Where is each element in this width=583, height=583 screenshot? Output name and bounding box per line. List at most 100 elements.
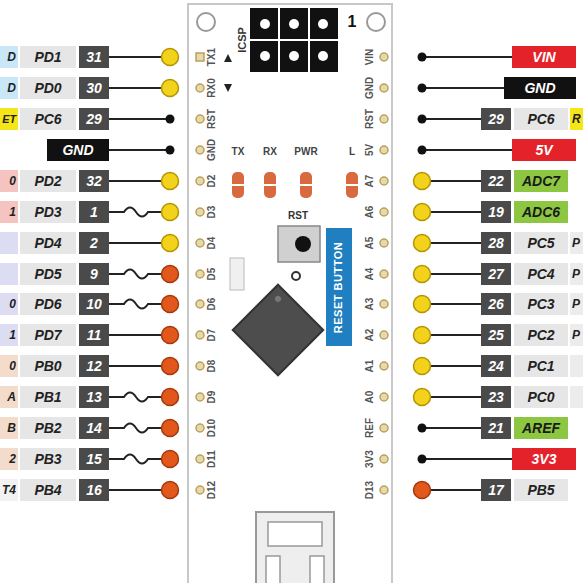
function-tag: P	[570, 324, 583, 346]
port-name: PC5	[514, 232, 568, 254]
port-name: PC6	[20, 108, 76, 130]
pin-number: 26	[481, 293, 511, 315]
pin-number: 28	[481, 232, 511, 254]
function-tag-text: 2	[9, 453, 16, 465]
usb-connector	[256, 512, 334, 583]
power-tag: VIN	[512, 46, 576, 68]
analog-tag: AREF	[514, 417, 568, 439]
pin-number: 24	[481, 355, 511, 377]
pin-number: 11	[79, 324, 109, 346]
pin-label: A0	[365, 391, 375, 404]
function-tag: 1	[0, 201, 18, 223]
analog-tag: ADC6	[514, 201, 568, 223]
port-name: PB2	[20, 417, 76, 439]
pin-label: REF	[365, 418, 375, 438]
pin-number: 23	[481, 386, 511, 408]
function-tag-text: 0	[9, 175, 16, 187]
port-name: PD6	[20, 293, 76, 315]
port-name: PB1	[20, 386, 76, 408]
pin-number: 15	[79, 448, 109, 470]
pin-label: A2	[365, 329, 375, 342]
function-tag: 1	[0, 324, 18, 346]
port-name-text: PD4	[34, 236, 61, 250]
port-name-text: PB3	[34, 452, 61, 466]
pin-number-text: 27	[488, 267, 504, 281]
port-name: PD0	[20, 77, 76, 99]
pin-number-text: 24	[488, 359, 504, 373]
pin-number-text: 32	[86, 174, 102, 188]
port-name: PC1	[514, 355, 568, 377]
function-tag: 2	[0, 448, 18, 470]
pin-number-text: 30	[86, 81, 102, 95]
port-name: PC3	[514, 293, 568, 315]
pin-label: 3V3	[365, 450, 375, 468]
port-name-text: PB1	[34, 390, 61, 404]
pin-number: 14	[79, 417, 109, 439]
led-label: RX	[263, 147, 277, 157]
function-tag-text: 1	[9, 206, 16, 218]
function-tag-fragment	[570, 355, 583, 377]
port-name: PD4	[20, 232, 76, 254]
pin-label: A3	[365, 298, 375, 311]
pin-number-text: 25	[488, 328, 504, 342]
pin-label: A5	[365, 237, 375, 250]
rx-arrow	[224, 84, 232, 92]
pin-label: GND	[207, 139, 217, 161]
header-pads	[196, 53, 388, 494]
pin-number-text: 16	[86, 483, 102, 497]
pin-label: D12	[207, 481, 217, 499]
led-label: L	[349, 147, 355, 157]
port-name: PB4	[20, 479, 76, 501]
button-tag: RESET BUTTON	[326, 228, 352, 346]
port-name: PD3	[20, 201, 76, 223]
port-name-text: PB4	[34, 483, 61, 497]
pin-label: VIN	[365, 49, 375, 66]
pin-number-text: 29	[488, 112, 504, 126]
port-name-text: PC6	[527, 112, 554, 126]
function-tag: T4	[0, 479, 18, 501]
pin-number: 9	[79, 263, 109, 285]
port-name: PC6	[514, 108, 568, 130]
pin-number-text: 2	[90, 236, 98, 250]
pin-number: 19	[481, 201, 511, 223]
function-tag-text: D	[7, 51, 16, 63]
power-tag-text: VIN	[532, 50, 555, 64]
ground-tag: GND	[47, 139, 109, 161]
pin-number-text: 1	[90, 205, 98, 219]
function-tag: P	[570, 263, 583, 285]
function-tag-text: 0	[9, 298, 16, 310]
pin-label: RX0	[207, 78, 217, 97]
pin-number-text: 21	[488, 421, 504, 435]
function-tag: P	[570, 293, 583, 315]
marker-dot	[292, 272, 300, 280]
port-name-text: PD1	[34, 50, 61, 64]
port-name-text: PB5	[527, 483, 554, 497]
pin-number-text: 13	[86, 390, 102, 404]
pin-label: GND	[365, 77, 375, 99]
function-tag-text: B	[7, 422, 16, 434]
icsp-label: ICSP	[237, 27, 248, 53]
pin-number-text: 29	[86, 112, 102, 126]
port-name-text: PC3	[527, 297, 554, 311]
function-tag: 0	[0, 170, 18, 192]
port-name-text: PB0	[34, 359, 61, 373]
function-tag: B	[0, 417, 18, 439]
pin-number: 17	[481, 479, 511, 501]
pin-number: 27	[481, 263, 511, 285]
port-name-text: PD5	[34, 267, 61, 281]
pin-label: A4	[365, 268, 375, 281]
ground-tag: GND	[504, 77, 576, 99]
pin-number: 21	[481, 417, 511, 439]
pin-number: 10	[79, 293, 109, 315]
pin-number: 29	[481, 108, 511, 130]
icsp-header	[250, 8, 338, 72]
ground-tag-text: GND	[524, 81, 555, 95]
pin-one-mark: 1	[348, 14, 357, 30]
function-tag-text: ET	[2, 114, 16, 125]
microcontroller-chip	[233, 285, 324, 376]
analog-tag: ADC7	[514, 170, 568, 192]
port-name: PD2	[20, 170, 76, 192]
led-label: TX	[232, 147, 245, 157]
pin-label: D5	[207, 268, 217, 281]
port-name-text: PC1	[527, 359, 554, 373]
